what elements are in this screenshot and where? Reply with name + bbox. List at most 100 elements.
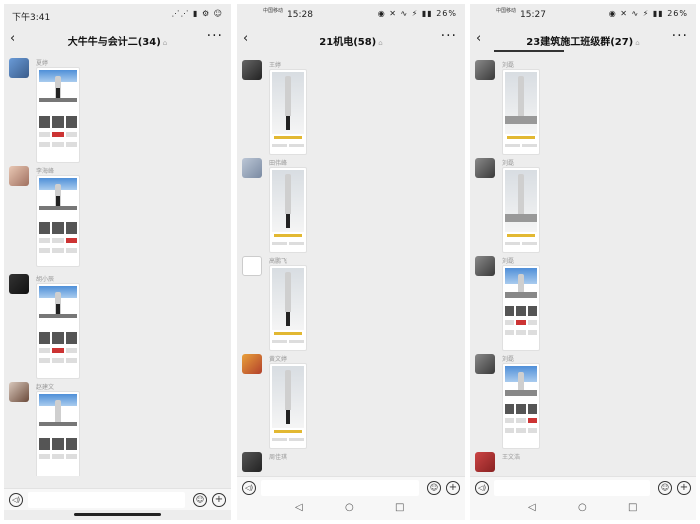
avatar[interactable] bbox=[242, 158, 262, 178]
message-input[interactable] bbox=[28, 492, 185, 508]
nav-back-icon[interactable]: ◁ bbox=[528, 502, 536, 513]
status-icons: ◉ ✕ ∿ ⚡ ▮▮ 26% bbox=[377, 9, 457, 18]
avatar[interactable] bbox=[9, 382, 29, 402]
avatar[interactable] bbox=[475, 354, 495, 374]
image-message[interactable] bbox=[269, 363, 307, 449]
chat-panel-1: 下午3:41 ⋰⋰ ▮ ⚙ ☺ ‹ 大牛牛与会计二(34)⌂ ··· 夏婷 bbox=[4, 4, 231, 520]
sender-name: 李海峰 bbox=[36, 168, 55, 175]
avatar[interactable] bbox=[242, 256, 262, 276]
emoji-icon[interactable]: ☺ bbox=[193, 493, 207, 507]
sender-name: 王文浩 bbox=[502, 454, 521, 461]
image-message[interactable] bbox=[269, 265, 307, 351]
group-tag-icon: ⌂ bbox=[162, 39, 168, 47]
nav-home-icon[interactable]: ○ bbox=[578, 502, 587, 513]
sender-name: 周佳琪 bbox=[269, 454, 288, 461]
image-message[interactable] bbox=[502, 167, 540, 253]
message-item: 刘磊 bbox=[470, 256, 696, 352]
voice-input-icon[interactable]: ◁) bbox=[475, 481, 489, 495]
message-item: 刘磊 bbox=[470, 354, 696, 450]
sender-name: 赵建文 bbox=[36, 384, 55, 391]
chat-title: 大牛牛与会计二(34)⌂ bbox=[4, 33, 231, 48]
message-item: 赵建文 bbox=[4, 382, 231, 476]
voice-input-icon[interactable]: ◁) bbox=[242, 481, 256, 495]
home-indicator[interactable] bbox=[74, 513, 161, 516]
carrier-label: 中国移动 bbox=[263, 8, 284, 14]
sender-name: 田伟峰 bbox=[269, 160, 288, 167]
sender-name: 刘磊 bbox=[502, 258, 515, 265]
avatar[interactable] bbox=[242, 60, 262, 80]
nav-recent-icon[interactable]: □ bbox=[628, 502, 638, 513]
image-message[interactable] bbox=[269, 167, 307, 253]
emoji-icon[interactable]: ☺ bbox=[427, 481, 441, 495]
nav-recent-icon[interactable]: □ bbox=[395, 502, 405, 513]
sender-name: 刘磊 bbox=[502, 160, 515, 167]
voice-input-icon[interactable]: ◁) bbox=[9, 493, 23, 507]
message-item: 王文浩 bbox=[470, 452, 696, 476]
image-message[interactable] bbox=[269, 69, 307, 155]
avatar[interactable] bbox=[9, 58, 29, 78]
image-message[interactable] bbox=[36, 175, 80, 267]
input-bar: ◁) ☺ + bbox=[470, 476, 696, 498]
image-message[interactable] bbox=[502, 265, 540, 351]
back-arrow-icon[interactable]: ‹ bbox=[243, 31, 249, 46]
status-time: 15:27 bbox=[520, 10, 546, 20]
image-message[interactable] bbox=[36, 391, 80, 476]
message-item: 夏婷 bbox=[4, 58, 231, 166]
avatar[interactable] bbox=[9, 166, 29, 186]
message-item: 王婷 bbox=[237, 60, 465, 156]
image-message[interactable] bbox=[502, 69, 540, 155]
image-message[interactable] bbox=[502, 363, 540, 449]
nav-home-icon[interactable]: ○ bbox=[345, 502, 354, 513]
message-input[interactable] bbox=[494, 480, 650, 496]
avatar[interactable] bbox=[475, 452, 495, 472]
sender-name: 刘磊 bbox=[502, 62, 515, 69]
chat-header: ‹ 大牛牛与会计二(34)⌂ ··· bbox=[4, 28, 231, 52]
chat-panel-2: 中国移动 15:28 ◉ ✕ ∿ ⚡ ▮▮ 26% ‹ 21机电(58)⌂ ··… bbox=[237, 4, 465, 520]
emoji-icon[interactable]: ☺ bbox=[658, 481, 672, 495]
avatar[interactable] bbox=[475, 158, 495, 178]
nav-back-icon[interactable]: ◁ bbox=[295, 502, 303, 513]
message-item: 周佳琪 bbox=[237, 452, 465, 476]
avatar[interactable] bbox=[242, 354, 262, 374]
plus-icon[interactable]: + bbox=[446, 481, 460, 495]
group-tag-icon: ⌂ bbox=[378, 39, 383, 47]
avatar[interactable] bbox=[9, 274, 29, 294]
system-nav-bar: ◁ ○ □ bbox=[237, 498, 465, 520]
plus-icon[interactable]: + bbox=[212, 493, 226, 507]
plus-icon[interactable]: + bbox=[677, 481, 691, 495]
group-name: 23建筑施工班级群(27) bbox=[526, 37, 634, 48]
message-item: 刘磊 bbox=[470, 60, 696, 156]
back-arrow-icon[interactable]: ‹ bbox=[10, 31, 16, 46]
avatar[interactable] bbox=[475, 256, 495, 276]
message-input[interactable] bbox=[261, 480, 419, 496]
status-bar: 下午3:41 ⋰⋰ ▮ ⚙ ☺ bbox=[4, 4, 231, 26]
system-nav-bar: ◁ ○ □ bbox=[470, 498, 696, 520]
chat-title: 23建筑施工班级群(27)⌂ bbox=[470, 33, 696, 48]
sender-name: 黄文婷 bbox=[269, 356, 288, 363]
image-message[interactable] bbox=[36, 283, 80, 379]
status-bar: 中国移动 15:28 ◉ ✕ ∿ ⚡ ▮▮ 26% bbox=[237, 4, 465, 26]
status-icons: ⋰⋰ ▮ ⚙ ☺ bbox=[171, 9, 223, 18]
input-bar: ◁) ☺ + bbox=[237, 476, 465, 498]
more-options-icon[interactable]: ··· bbox=[671, 28, 688, 44]
carrier-label: 中国移动 bbox=[496, 8, 517, 14]
more-options-icon[interactable]: ··· bbox=[206, 28, 223, 44]
message-list: 夏婷 李海峰 bbox=[4, 54, 231, 476]
status-time: 下午3:41 bbox=[12, 13, 51, 23]
sender-name: 胡小辰 bbox=[36, 276, 55, 283]
avatar[interactable] bbox=[242, 452, 262, 472]
chat-title: 21机电(58)⌂ bbox=[237, 33, 465, 48]
message-item: 胡小辰 bbox=[4, 274, 231, 382]
more-options-icon[interactable]: ··· bbox=[440, 28, 457, 44]
status-bar: 中国移动 15:27 ◉ ✕ ∿ ⚡ ▮▮ 26% bbox=[470, 4, 696, 26]
status-time: 15:28 bbox=[287, 10, 313, 20]
sender-name: 王婷 bbox=[269, 62, 282, 69]
group-name: 大牛牛与会计二(34) bbox=[67, 37, 161, 48]
chat-header: ‹ 23建筑施工班级群(27)⌂ ··· bbox=[470, 28, 696, 52]
back-arrow-icon[interactable]: ‹ bbox=[476, 31, 482, 46]
message-item: 黄文婷 bbox=[237, 354, 465, 450]
status-icons: ◉ ✕ ∿ ⚡ ▮▮ 26% bbox=[608, 9, 688, 18]
image-message[interactable] bbox=[36, 67, 80, 163]
avatar[interactable] bbox=[475, 60, 495, 80]
